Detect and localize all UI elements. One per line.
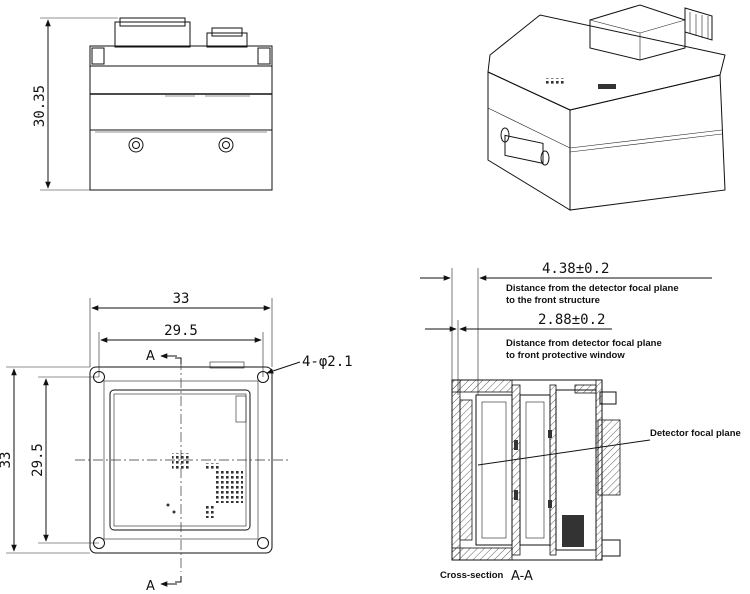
bottom-height-inner-dimension: 29.5 — [30, 443, 46, 477]
section-mark-bottom: A — [146, 579, 155, 594]
bottom-view: A A 33 29.5 33 29.5 4-φ2.1 — [0, 291, 353, 594]
bottom-width-inner-dimension: 29.5 — [164, 323, 198, 339]
section-caption-text: Cross-section — [440, 570, 504, 581]
front-view: 30.35 — [32, 17, 273, 191]
focal-to-window-dimension: 2.88±0.2 — [538, 312, 605, 328]
focal-to-window-note-line1: Distance from detector focal plane — [506, 338, 662, 349]
front-height-dimension: 30.35 — [32, 85, 48, 127]
focal-to-window-note-line2: to front protective window — [506, 350, 625, 361]
section-view: 4.38±0.2 Distance from the detector foca… — [420, 261, 741, 584]
focal-to-front-note-line1: Distance from the detector focal plane — [506, 283, 679, 294]
bottom-width-outer-dimension: 33 — [173, 291, 190, 307]
focal-to-front-note-line2: to the front structure — [506, 295, 600, 306]
focal-to-front-dimension: 4.38±0.2 — [542, 261, 609, 277]
section-mark-top: A — [146, 349, 155, 364]
focal-plane-label: Detector focal plane — [650, 428, 741, 439]
hole-callout: 4-φ2.1 — [302, 354, 353, 370]
section-caption-mark: A-A — [511, 569, 533, 584]
isometric-view — [487, 4, 726, 211]
bottom-height-outer-dimension: 33 — [0, 452, 14, 469]
